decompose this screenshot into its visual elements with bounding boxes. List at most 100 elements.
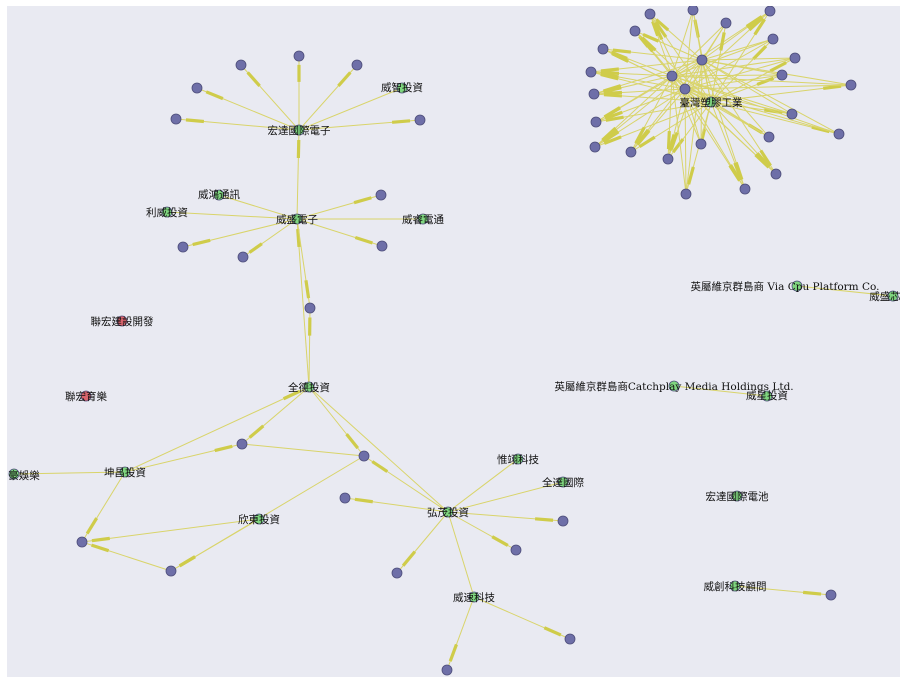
person-node[interactable] xyxy=(557,515,569,527)
person-node[interactable] xyxy=(764,6,776,17)
company-node-xindong[interactable] xyxy=(253,513,265,525)
person-node[interactable] xyxy=(720,17,732,29)
person-node[interactable] xyxy=(597,43,609,55)
person-node[interactable] xyxy=(339,492,351,504)
company-edge xyxy=(298,87,403,131)
person-node[interactable] xyxy=(776,69,788,81)
person-node[interactable] xyxy=(696,54,708,66)
company-node-weirui[interactable] xyxy=(417,213,429,225)
company-edge xyxy=(796,285,894,297)
company-node-weichuang[interactable] xyxy=(729,580,741,592)
person-node[interactable] xyxy=(588,88,600,100)
company-node-via-cpu[interactable] xyxy=(791,280,803,292)
person-node[interactable] xyxy=(695,138,707,150)
ownership-edge-arrow xyxy=(178,555,196,568)
company-node-weizhi[interactable] xyxy=(396,82,408,94)
person-node[interactable] xyxy=(510,544,522,556)
person-node[interactable] xyxy=(165,565,177,577)
person-node[interactable] xyxy=(770,168,782,180)
company-node-weiyi[interactable] xyxy=(512,453,524,465)
person-node[interactable] xyxy=(644,8,656,20)
person-node[interactable] xyxy=(666,70,678,82)
person-node[interactable] xyxy=(833,128,845,140)
person-node[interactable] xyxy=(375,189,387,201)
ownership-edge xyxy=(701,38,774,61)
person-node[interactable] xyxy=(662,153,674,165)
person-node[interactable] xyxy=(170,113,182,125)
ownership-edge-arrow xyxy=(353,196,372,205)
ownership-edge xyxy=(671,9,694,77)
company-node-weishengxin[interactable] xyxy=(887,290,899,302)
company-node-quande[interactable] xyxy=(303,381,315,393)
person-node[interactable] xyxy=(358,450,370,462)
company-node-quanda[interactable] xyxy=(557,476,569,488)
person-node[interactable] xyxy=(590,116,602,128)
ownership-edge-arrow xyxy=(354,497,373,504)
person-node[interactable] xyxy=(564,633,576,645)
person-node[interactable] xyxy=(414,114,426,126)
company-node-catchplay[interactable] xyxy=(668,380,680,392)
ownership-edge-arrow xyxy=(612,48,632,54)
company-node-weixing[interactable] xyxy=(761,390,773,402)
person-node[interactable] xyxy=(237,251,249,263)
company-node-yule[interactable] xyxy=(8,468,20,480)
ownership-edge-arrow xyxy=(85,517,99,535)
person-node[interactable] xyxy=(739,183,751,195)
person-node[interactable] xyxy=(763,131,775,143)
person-node[interactable] xyxy=(351,59,363,71)
company-node-lianhong[interactable] xyxy=(116,315,128,327)
node-label-weishengxin: 威盛芯 xyxy=(869,290,900,303)
company-edge xyxy=(166,211,298,220)
person-node[interactable] xyxy=(235,59,247,71)
person-node[interactable] xyxy=(76,536,88,548)
person-node[interactable] xyxy=(585,66,597,78)
ownership-edge xyxy=(684,57,796,90)
person-node[interactable] xyxy=(304,302,316,314)
company-edge-arrow xyxy=(296,228,301,248)
company-node-lianhong2[interactable] xyxy=(80,390,92,402)
ownership-edge xyxy=(684,88,702,145)
ownership-edge-arrow xyxy=(600,72,619,79)
ownership-edge xyxy=(671,22,727,77)
company-node-taisu[interactable] xyxy=(705,96,717,108)
person-node[interactable] xyxy=(293,50,305,62)
company-node-hongda[interactable] xyxy=(293,124,305,136)
ownership-edge xyxy=(671,38,774,77)
person-node[interactable] xyxy=(589,141,601,153)
person-node[interactable] xyxy=(679,83,691,95)
person-node[interactable] xyxy=(376,240,388,252)
person-node[interactable] xyxy=(191,82,203,94)
company-node-kunchang[interactable] xyxy=(119,466,131,478)
person-node[interactable] xyxy=(687,6,699,16)
ownership-edge-arrow xyxy=(654,21,668,38)
network-graph: 宏達國際電子威智投資威盛電子威鴻通訊利威投資威睿電通聯宏建設開發聯宏育樂全德投資… xyxy=(8,6,900,676)
person-node[interactable] xyxy=(825,589,837,601)
ownership-edge-arrow xyxy=(448,643,458,662)
ownership-edge-arrow xyxy=(719,32,726,51)
company-edge xyxy=(447,458,519,513)
ownership-edge-arrow xyxy=(205,90,224,101)
person-node[interactable] xyxy=(789,52,801,64)
person-node[interactable] xyxy=(236,438,248,450)
person-node[interactable] xyxy=(177,241,189,253)
ownership-edge-arrow xyxy=(604,110,623,121)
node-label-weiyi: 惟翊科技 xyxy=(497,453,539,466)
person-node[interactable] xyxy=(625,146,637,158)
ownership-edge-arrow xyxy=(802,590,822,596)
company-node-lisheng[interactable] xyxy=(161,206,173,218)
person-node[interactable] xyxy=(680,188,692,200)
person-node[interactable] xyxy=(786,108,798,120)
person-node[interactable] xyxy=(845,79,857,91)
node-label-quanda: 全達國際 xyxy=(542,476,584,489)
company-node-weihong[interactable] xyxy=(213,189,225,201)
person-node[interactable] xyxy=(391,567,403,579)
person-node[interactable] xyxy=(441,664,453,676)
ownership-edge-arrow xyxy=(600,67,620,73)
person-node[interactable] xyxy=(629,25,641,37)
ownership-edge-arrow xyxy=(214,444,233,453)
person-node[interactable] xyxy=(767,33,779,45)
company-node-htcbattery[interactable] xyxy=(731,490,743,502)
company-node-hongmao[interactable] xyxy=(442,506,454,518)
company-node-weisheng[interactable] xyxy=(291,213,303,225)
company-node-weisu[interactable] xyxy=(468,591,480,603)
